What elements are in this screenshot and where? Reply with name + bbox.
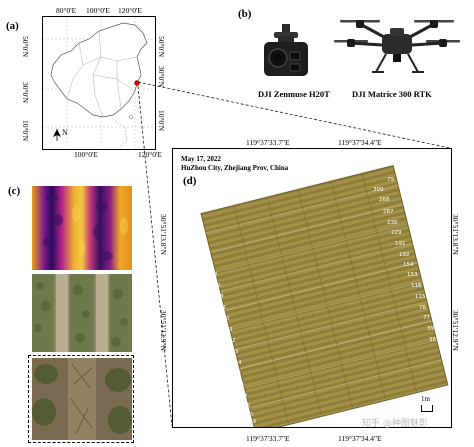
plot-label: 96 bbox=[237, 382, 244, 388]
closeup-image bbox=[32, 358, 132, 440]
plot-label: 135 bbox=[228, 349, 239, 355]
rgb-image-svg bbox=[32, 274, 132, 352]
field-area bbox=[200, 165, 449, 427]
orthomosaic-panel: (d) May 17, 2022 HuZhou City, Zhejiang P… bbox=[172, 148, 452, 428]
scale-bar bbox=[421, 405, 433, 412]
plot-label: 249 bbox=[210, 283, 221, 289]
ortho-top-tick-2: 119°37'34.4"E bbox=[338, 138, 382, 147]
north-arrow-icon bbox=[53, 129, 61, 141]
panel-label-a: (a) bbox=[6, 20, 19, 32]
plot-label: 19 bbox=[249, 419, 256, 425]
plot-label: 134 bbox=[231, 360, 242, 366]
map-bottom-tick-2: 120°0'E bbox=[138, 150, 162, 159]
plot-label: 248 bbox=[213, 294, 224, 300]
camera-icon bbox=[264, 24, 308, 76]
panel-label-d: (d) bbox=[183, 175, 197, 187]
thermal-image-svg bbox=[32, 186, 132, 270]
plot-label: 154 bbox=[403, 262, 414, 268]
plot-label: 79 bbox=[387, 177, 394, 183]
plot-label: 211 bbox=[216, 305, 227, 311]
rgb-image bbox=[32, 274, 132, 352]
plot-label: 210 bbox=[219, 316, 230, 322]
closeup-highlight-box bbox=[28, 355, 134, 443]
panel-label-c: (c) bbox=[8, 185, 21, 197]
panel-label-b: (b) bbox=[238, 8, 252, 20]
map-bottom-tick-1: 100°0'E bbox=[74, 150, 98, 159]
plot-label: 288 bbox=[207, 272, 218, 278]
map-top-tick-1: 80°0'E bbox=[56, 6, 77, 15]
ortho-date: May 17, 2022 bbox=[181, 155, 221, 163]
drone-caption: DJI Matrice 300 RTK bbox=[352, 89, 432, 99]
china-map: N bbox=[42, 16, 156, 150]
ortho-bottom-tick-2: 119°37'34.4"E bbox=[338, 434, 382, 443]
ortho-location: HuZhou City, Zhejiang Prov, China bbox=[181, 164, 289, 172]
map-top-tick-3: 120°0'E bbox=[118, 6, 142, 15]
camera-caption: DJI Zenmuse H20T bbox=[258, 89, 330, 99]
plot-label: 20 bbox=[246, 412, 253, 418]
plot-label: 78 bbox=[419, 305, 426, 311]
plot-label: 39 bbox=[427, 326, 434, 332]
plot-label: 309 bbox=[373, 187, 384, 193]
plot-label: 229 bbox=[391, 230, 402, 236]
plot-label: 38 bbox=[429, 337, 436, 343]
plot-label: 116 bbox=[411, 283, 422, 289]
plot-label: 192 bbox=[399, 252, 410, 258]
plot-label: 77 bbox=[423, 315, 430, 321]
plot-label: 172 bbox=[225, 338, 236, 344]
plot-label: 115 bbox=[415, 294, 426, 300]
plot-label: 287 bbox=[383, 209, 394, 215]
drone-image bbox=[332, 10, 462, 78]
drone-icon bbox=[334, 20, 460, 73]
ortho-bottom-tick-1: 119°37'33.7"E bbox=[246, 434, 290, 443]
watermark: 知乎 @种图魅影 bbox=[362, 419, 428, 429]
china-map-svg bbox=[43, 17, 155, 149]
thermal-image bbox=[32, 186, 132, 270]
ortho-top-tick-1: 119°37'33.7"E bbox=[246, 138, 290, 147]
ortho-left-tick-1: 30°51'13.8"N bbox=[159, 214, 168, 255]
ortho-right-tick-1: 30°51'13.8"N bbox=[451, 214, 460, 255]
scale-label: 1m bbox=[421, 395, 430, 403]
plot-label: 191 bbox=[395, 241, 406, 247]
closeup-image-svg bbox=[32, 358, 132, 440]
plot-label: 230 bbox=[387, 220, 398, 226]
plot-label: 59 bbox=[240, 393, 247, 399]
plot-label: 268 bbox=[379, 197, 390, 203]
north-label: N bbox=[62, 128, 68, 137]
orthomosaic-svg bbox=[200, 165, 449, 427]
plot-label: 173 bbox=[222, 327, 233, 333]
map-top-tick-2: 100°0'E bbox=[86, 6, 110, 15]
ortho-left-tick-2: 30°51'12.9"N bbox=[159, 310, 168, 351]
plot-label: 153 bbox=[407, 272, 418, 278]
plot-label: 307 bbox=[203, 261, 214, 267]
ortho-right-tick-2: 30°51'12.9"N bbox=[451, 310, 460, 351]
plot-label: 58 bbox=[243, 403, 250, 409]
camera-image bbox=[256, 22, 316, 82]
plot-label: 97 bbox=[234, 371, 241, 377]
